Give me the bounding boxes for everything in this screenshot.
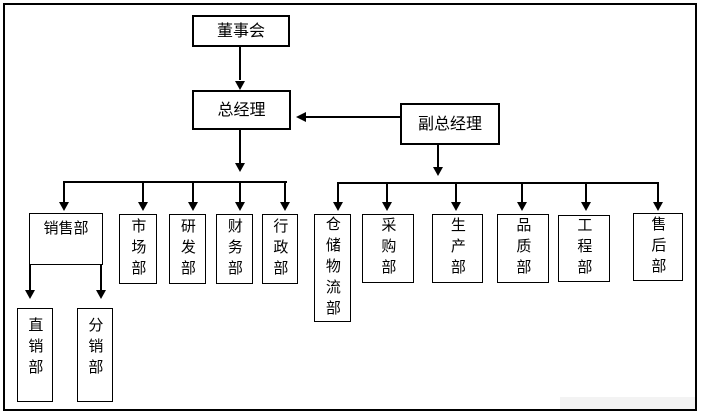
- left-branch-rail: [63, 181, 287, 183]
- edge-to-aftersales-line: [657, 184, 659, 202]
- node-distribution-dept-label: 分销部: [86, 317, 105, 380]
- node-distribution-dept: 分销部: [77, 308, 113, 402]
- node-warehouse-logistics-dept-label: 仓储物流部: [323, 215, 342, 321]
- edge-to-engineering-line: [585, 184, 587, 202]
- node-purchasing-dept: 采购部: [362, 214, 414, 283]
- edge-to-purchasing-arrow-down-icon: [382, 202, 392, 211]
- node-finance-dept-label: 财务部: [225, 217, 244, 281]
- edge-to-purchasing-line: [386, 184, 388, 202]
- node-marketing-dept: 市场部: [119, 214, 157, 284]
- node-board: 董事会: [192, 15, 290, 47]
- node-aftersales-dept: 售后部: [633, 213, 683, 281]
- node-engineering-dept: 工程部: [558, 215, 610, 282]
- edge-to-warehouse-line: [337, 184, 339, 202]
- diagram-border: [3, 3, 697, 411]
- edge-to-production-arrow-down-icon: [451, 202, 461, 211]
- node-general-manager: 总经理: [192, 90, 291, 130]
- node-purchasing-dept-label: 采购部: [379, 217, 398, 280]
- edge-to-marketing-line: [142, 183, 144, 203]
- node-deputy-general-manager: 副总经理: [400, 103, 500, 145]
- node-production-dept: 生产部: [432, 214, 483, 283]
- right-branch-rail: [337, 182, 659, 184]
- node-sales-dept: 销售部: [29, 213, 103, 265]
- edge-to-warehouse-arrow-down-icon: [333, 202, 343, 211]
- node-direct-sales-dept-label: 直销部: [26, 317, 45, 380]
- node-general-manager-label: 总经理: [217, 100, 266, 119]
- edge-to-rnd-line: [192, 183, 194, 203]
- edge-to-production-line: [455, 184, 457, 202]
- edge-sales-distribution-arrow-down-icon: [96, 290, 106, 299]
- edge-to-admin-line: [284, 183, 286, 203]
- edge-vgm-gm-line: [306, 116, 400, 118]
- node-deputy-general-manager-label: 副总经理: [417, 114, 482, 133]
- node-finance-dept: 财务部: [216, 214, 253, 284]
- edge-to-sales-line: [63, 183, 65, 203]
- edge-board-gm-arrow-down-icon: [235, 81, 245, 90]
- node-admin-dept: 行政部: [262, 214, 298, 284]
- watermark-shade: [560, 397, 697, 411]
- node-rnd-dept: 研发部: [169, 214, 206, 284]
- edge-to-quality-arrow-down-icon: [517, 202, 527, 211]
- edge-to-admin-arrow-down-icon: [280, 202, 290, 211]
- edge-to-quality-line: [521, 184, 523, 202]
- edge-gm-leftrail-arrow-down-icon: [235, 163, 245, 172]
- node-quality-dept-label: 品质部: [514, 217, 533, 280]
- node-direct-sales-dept: 直销部: [17, 308, 53, 402]
- node-rnd-dept-label: 研发部: [178, 217, 197, 281]
- edge-to-sales-arrow-down-icon: [59, 202, 69, 211]
- node-quality-dept: 品质部: [497, 214, 549, 283]
- edge-to-aftersales-arrow-down-icon: [653, 202, 663, 211]
- edge-to-marketing-arrow-down-icon: [138, 202, 148, 211]
- node-warehouse-logistics-dept: 仓储物流部: [314, 214, 351, 322]
- node-board-label: 董事会: [216, 21, 265, 40]
- edge-to-finance-line: [239, 183, 241, 203]
- edge-board-gm-line: [239, 47, 241, 80]
- node-admin-dept-label: 行政部: [271, 217, 290, 281]
- node-marketing-dept-label: 市场部: [129, 217, 148, 281]
- edge-to-finance-arrow-down-icon: [235, 202, 245, 211]
- node-engineering-dept-label: 工程部: [575, 217, 594, 280]
- node-aftersales-dept-label: 售后部: [649, 215, 668, 279]
- edge-vgm-rightrail-line: [437, 145, 439, 168]
- node-production-dept-label: 生产部: [448, 217, 467, 280]
- edge-vgm-rightrail-arrow-down-icon: [433, 167, 443, 176]
- edge-gm-leftrail-line: [239, 130, 241, 163]
- edge-to-rnd-arrow-down-icon: [188, 202, 198, 211]
- edge-sales-direct-arrow-down-icon: [25, 290, 35, 299]
- edge-sales-distribution-line: [100, 265, 102, 291]
- edge-to-engineering-arrow-down-icon: [581, 202, 591, 211]
- node-sales-dept-label: 销售部: [43, 219, 89, 237]
- edge-vgm-gm-arrow-left-icon: [296, 112, 306, 122]
- edge-sales-direct-line: [29, 265, 31, 291]
